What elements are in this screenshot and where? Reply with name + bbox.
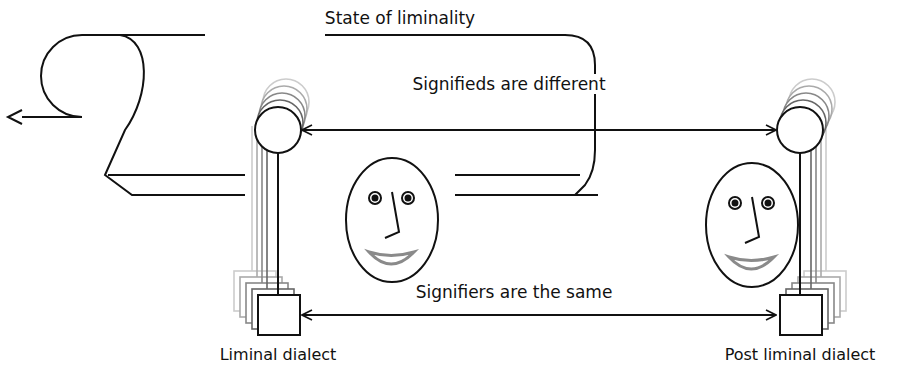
double-arrow <box>302 314 776 316</box>
sign-symbol <box>254 105 302 337</box>
arrow-label: Signifieds are different <box>409 74 608 94</box>
sign-node: Post liminal dialect <box>776 105 824 337</box>
sign-label: Post liminal dialect <box>722 345 879 365</box>
face <box>706 163 798 287</box>
sign-symbol <box>776 105 824 337</box>
stacked-signs <box>234 79 846 329</box>
arrow-label: Signifiers are the same <box>413 282 616 302</box>
face <box>346 158 438 282</box>
sign-label: Liminal dialect <box>217 345 340 365</box>
bracket-label: State of liminality <box>322 8 478 28</box>
liminality-scroll <box>8 35 598 195</box>
sign-node: Liminal dialect <box>254 105 302 337</box>
double-arrow <box>302 129 776 131</box>
